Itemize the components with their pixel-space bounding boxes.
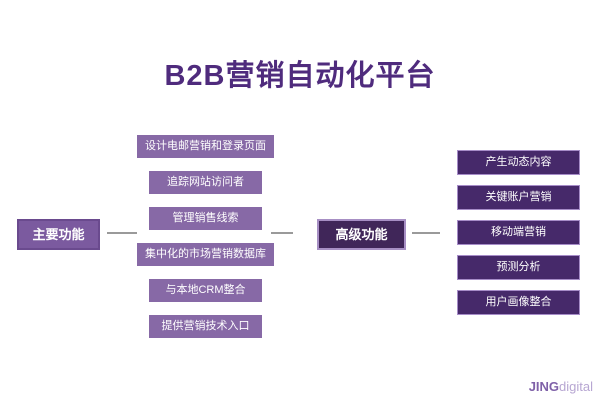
- connector-line-advanced: [412, 232, 440, 234]
- brand-logo-bold: JING: [528, 379, 560, 394]
- primary-feature-box: 提供营销技术入口: [149, 315, 262, 338]
- brand-logo-light: digital: [559, 379, 593, 394]
- page-title: B2B营销自动化平台: [164, 60, 436, 92]
- primary-feature-column: 设计电邮营销和登录页面 追踪网站访问者 管理销售线索 集中化的市场营销数据库 与…: [130, 135, 281, 338]
- primary-feature-box: 集中化的市场营销数据库: [137, 243, 274, 266]
- advanced-feature-box: 用户画像整合: [457, 290, 580, 315]
- primary-feature-box: 追踪网站访问者: [149, 171, 262, 194]
- advanced-feature-box: 产生动态内容: [457, 150, 580, 175]
- advanced-feature-box: 移动端营销: [457, 220, 580, 245]
- primary-feature-box: 管理销售线索: [149, 207, 262, 230]
- connector-line-middle: [271, 232, 293, 234]
- primary-feature-box: 设计电邮营销和登录页面: [137, 135, 274, 158]
- advanced-feature-column: 产生动态内容 关键账户营销 移动端营销 预测分析 用户画像整合: [448, 150, 589, 315]
- primary-feature-box: 与本地CRM整合: [149, 279, 262, 302]
- brand-logo: JINGdigital: [529, 379, 593, 394]
- connector-line-primary: [107, 232, 137, 234]
- advanced-group-label: 高级功能: [317, 219, 406, 250]
- primary-group-label: 主要功能: [17, 219, 100, 250]
- advanced-feature-box: 关键账户营销: [457, 185, 580, 210]
- advanced-feature-box: 预测分析: [457, 255, 580, 280]
